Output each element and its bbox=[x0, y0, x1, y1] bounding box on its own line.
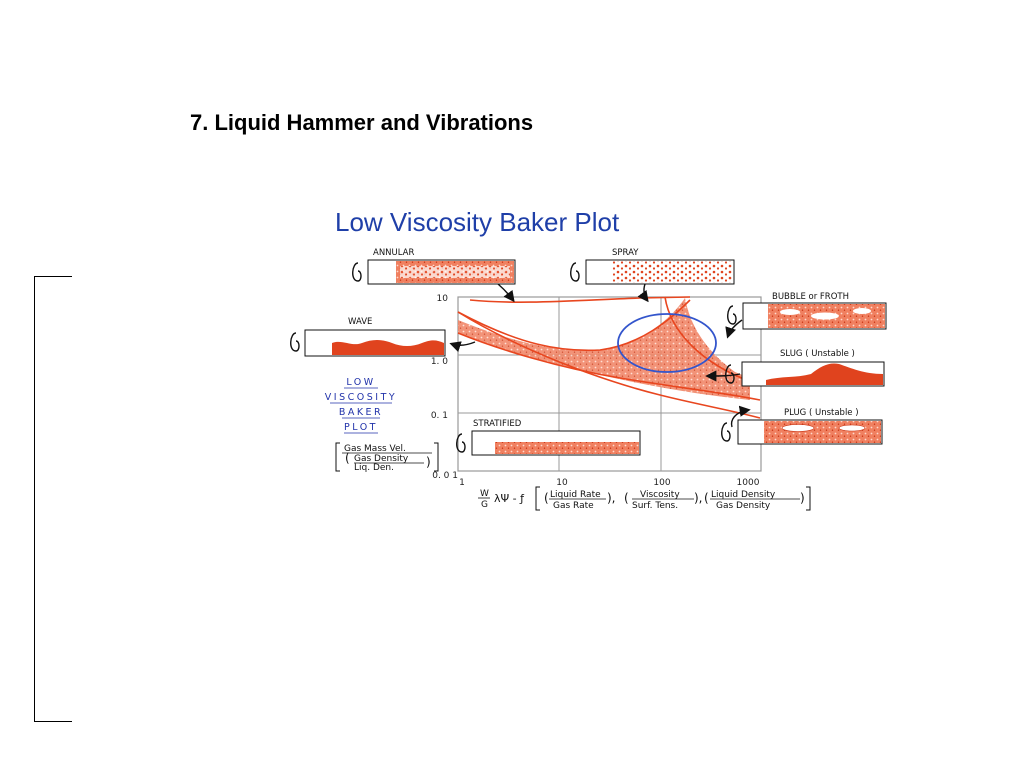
pattern-label-wave: WAVE bbox=[348, 317, 372, 327]
svg-text:(: ( bbox=[544, 491, 549, 505]
y-tick: 10 bbox=[437, 294, 449, 304]
y-tick: 0. 1 bbox=[431, 411, 448, 421]
y-axis-ticks: 10 1. 0 0. 1 0. 0 1 bbox=[431, 294, 458, 481]
y-expr-line2: Gas Density bbox=[354, 454, 409, 464]
x-expr-w: W bbox=[480, 489, 489, 499]
svg-text:),: ), bbox=[694, 491, 703, 505]
x-expr-viscosity: Viscosity bbox=[640, 490, 680, 500]
diagram-title: Low Viscosity Baker Plot bbox=[335, 207, 620, 237]
side-title-line: BAKER bbox=[339, 407, 383, 418]
pipe-stratified-icon: STRATIFIED bbox=[456, 419, 641, 456]
pattern-label-stratified: STRATIFIED bbox=[473, 419, 522, 429]
x-tick: 100 bbox=[653, 478, 670, 488]
transition-region bbox=[458, 298, 750, 400]
x-expr-gas-density: Gas Density bbox=[716, 501, 771, 511]
x-tick: 1000 bbox=[737, 478, 760, 488]
x-axis-ticks: 1 10 100 1000 bbox=[459, 478, 760, 488]
left-bracket-decoration bbox=[34, 276, 72, 722]
x-expr-gas-rate: Gas Rate bbox=[553, 501, 594, 511]
x-expr-liquid-rate: Liquid Rate bbox=[550, 490, 601, 500]
pipe-wave-icon: WAVE bbox=[290, 317, 446, 357]
side-title: LOW VISCOSITY BAKER PLOT bbox=[325, 377, 397, 434]
pattern-arrows bbox=[449, 283, 751, 428]
pattern-label-annular: ANNULAR bbox=[373, 248, 414, 258]
boundary-curves bbox=[457, 296, 761, 419]
x-tick: 1 bbox=[459, 478, 465, 488]
pattern-label-bubble: BUBBLE or FROTH bbox=[772, 292, 849, 302]
pattern-label-spray: SPRAY bbox=[612, 248, 639, 258]
y-tick: 1. 0 bbox=[431, 357, 448, 367]
svg-text:): ) bbox=[800, 491, 805, 505]
y-expr-line3: Liq. Den. bbox=[354, 463, 394, 473]
side-title-line: VISCOSITY bbox=[325, 392, 397, 403]
side-title-line: LOW bbox=[346, 377, 375, 388]
x-expr-lambda-psi: λΨ - ƒ bbox=[494, 492, 525, 505]
x-expr-surf-tens: Surf. Tens. bbox=[632, 501, 678, 511]
slide-heading: 7. Liquid Hammer and Vibrations bbox=[190, 110, 534, 135]
svg-text:),: ), bbox=[607, 491, 616, 505]
svg-text:): ) bbox=[426, 455, 431, 469]
svg-text:(: ( bbox=[704, 491, 709, 505]
highlight-circle bbox=[617, 313, 717, 373]
x-expr-g: G bbox=[481, 500, 488, 510]
pipe-annular-icon: ANNULAR bbox=[352, 248, 516, 285]
y-expr-line1: Gas Mass Vel. bbox=[344, 444, 406, 454]
y-tick: 0. 0 1 bbox=[432, 471, 458, 481]
x-tick: 10 bbox=[556, 478, 568, 488]
y-axis-expression: Gas Mass Vel. ( Gas Density Liq. Den. ) bbox=[335, 442, 439, 473]
pipe-slug-icon: SLUG ( Unstable ) bbox=[725, 349, 885, 387]
pipe-spray-icon: SPRAY bbox=[570, 248, 735, 285]
pipe-plug-icon: PLUG ( Unstable ) bbox=[721, 408, 883, 445]
pipe-bubble-icon: BUBBLE or FROTH bbox=[727, 292, 887, 330]
svg-text:(: ( bbox=[624, 491, 629, 505]
x-axis-expression: W G λΨ - ƒ ( Liquid Rate Gas Rate ), ( V… bbox=[478, 486, 811, 511]
pattern-label-plug: PLUG ( Unstable ) bbox=[784, 408, 859, 418]
pattern-label-slug: SLUG ( Unstable ) bbox=[780, 349, 855, 359]
svg-text:(: ( bbox=[345, 451, 350, 465]
x-expr-liquid-density: Liquid Density bbox=[711, 490, 776, 500]
side-title-line: PLOT bbox=[344, 422, 378, 433]
